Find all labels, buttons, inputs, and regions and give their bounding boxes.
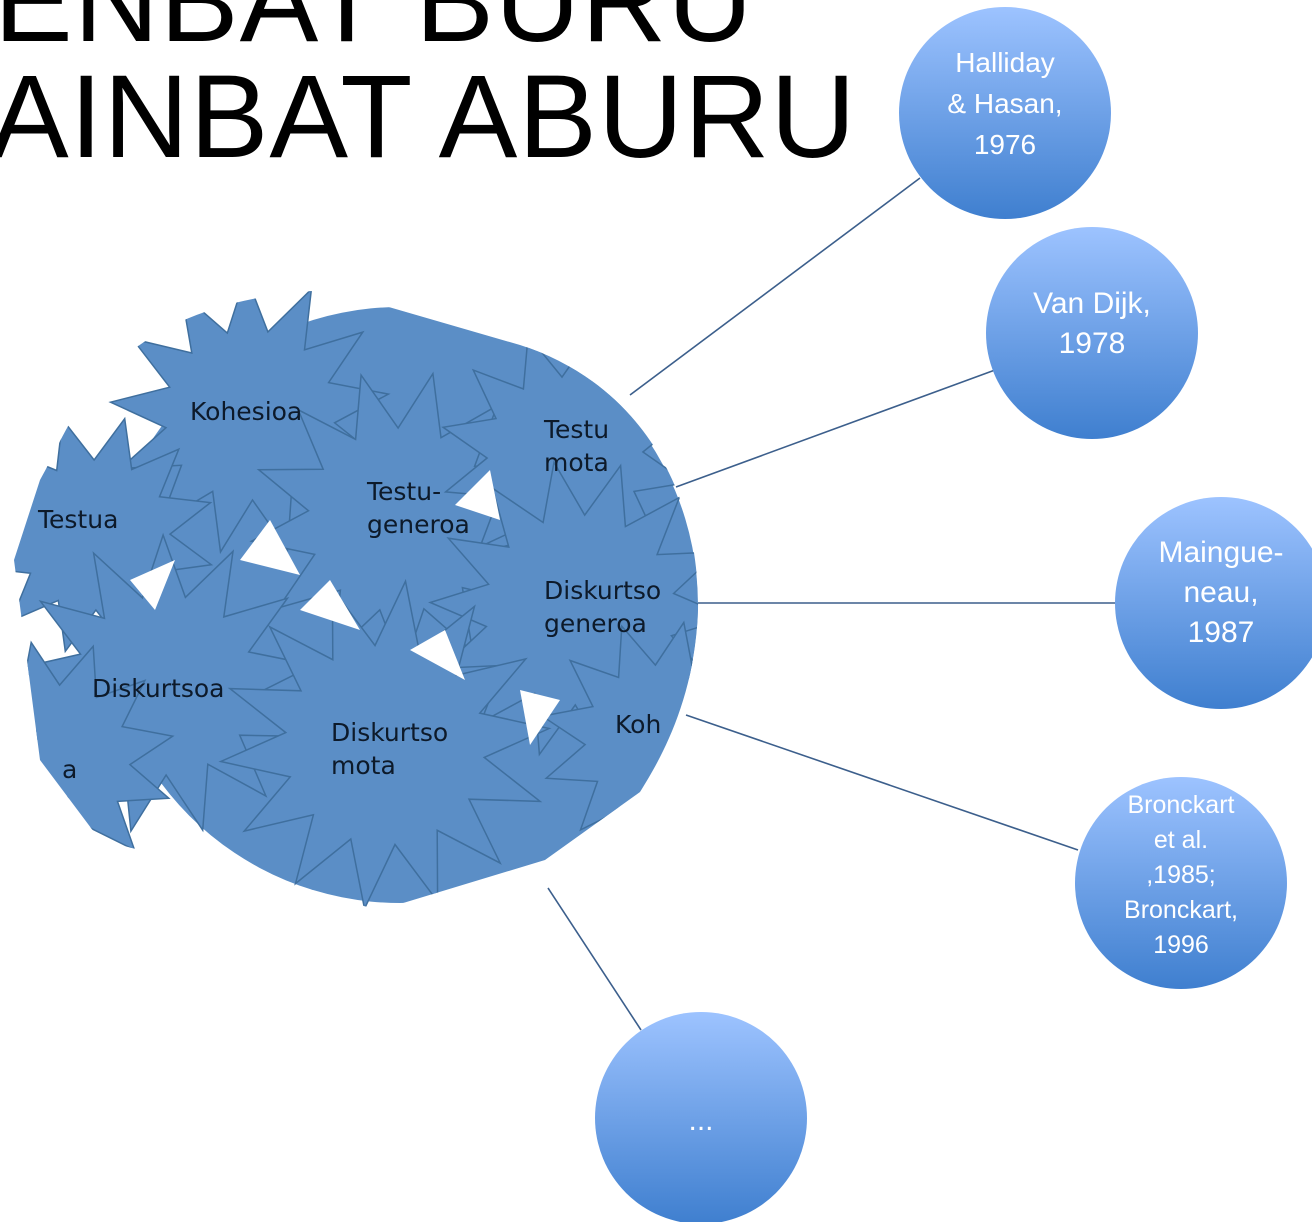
author-circle bbox=[1115, 497, 1312, 709]
author-label-line: et al. bbox=[1154, 826, 1208, 854]
author-label: Van Dijk, 1978 bbox=[1033, 287, 1151, 360]
author-node-halliday-hasan: Halliday & Hasan, 1976 bbox=[899, 7, 1111, 219]
author-label: Maingue-neau, 1987 bbox=[1158, 536, 1283, 649]
concept-label-testu-mota: Testu mota bbox=[543, 415, 609, 477]
author-node-van-dijk: Van Dijk, 1978 bbox=[986, 227, 1198, 439]
author-label-line: Bronckart bbox=[1128, 791, 1235, 819]
author-circle bbox=[899, 7, 1111, 219]
author-label: Bronckart et al. ,1985; Bronckart, 1996 bbox=[1124, 791, 1238, 959]
concept-label-line: Koh bbox=[615, 710, 661, 739]
author-label: Halliday & Hasan, 1976 bbox=[947, 47, 1062, 160]
author-label-line: 1996 bbox=[1153, 931, 1209, 959]
author-label-line: Halliday bbox=[955, 47, 1055, 78]
concept-label-line: generoa bbox=[367, 510, 470, 539]
author-label-line: Van Dijk, bbox=[1033, 287, 1151, 320]
concept-label-line: Kohesioa bbox=[190, 397, 302, 426]
author-label-line: 1978 bbox=[1059, 327, 1126, 360]
author-node-bronckart: Bronckart et al. ,1985; Bronckart, 1996 bbox=[1075, 777, 1287, 989]
concept-label-kohesioa: Kohesioa bbox=[190, 397, 302, 426]
concept-label-diskurtsoa: Diskurtsoa bbox=[92, 674, 225, 703]
author-label-line: 1976 bbox=[974, 129, 1036, 160]
author-label-line: Maingue- bbox=[1158, 536, 1283, 569]
author-node-maingueneau: Maingue-neau, 1987 bbox=[1115, 497, 1312, 709]
star-gap-2 bbox=[410, 630, 465, 680]
connector-more bbox=[547, 887, 642, 1031]
concept-label-line: Testu- bbox=[366, 477, 441, 506]
concept-label-kohe-partial: Koh bbox=[615, 710, 661, 739]
author-circle bbox=[986, 227, 1198, 439]
author-label-line: 1987 bbox=[1188, 616, 1255, 649]
concept-label-line: Testu bbox=[543, 415, 609, 444]
concept-label-line: generoa bbox=[544, 609, 647, 638]
connectors bbox=[547, 177, 1115, 1031]
concept-label-line: Testua bbox=[37, 505, 118, 534]
concept-label-diskurtso-generoa: Diskurtso generoa bbox=[544, 576, 661, 638]
concept-label-a-partial: a bbox=[62, 755, 77, 784]
concept-label-testua: Testua bbox=[37, 505, 118, 534]
author-label-line: ,1985; bbox=[1146, 861, 1216, 889]
connector-bronckart bbox=[685, 714, 1079, 851]
concept-label-line: Diskurtso bbox=[331, 718, 448, 747]
concept-label-line: mota bbox=[331, 751, 396, 780]
star-gap-4 bbox=[300, 580, 360, 630]
author-label: ... bbox=[688, 1104, 713, 1137]
connector-van-dijk bbox=[675, 369, 996, 488]
slide-title-line-1: ENBAT BURU bbox=[0, 0, 754, 67]
star-gap-3 bbox=[520, 690, 560, 745]
author-node-more: ... bbox=[595, 1012, 807, 1222]
concept-label-line: mota bbox=[544, 448, 609, 477]
slide-title-line-2: AINBAT ABURU bbox=[0, 51, 857, 183]
star-gap-0 bbox=[240, 520, 300, 575]
author-circle bbox=[595, 1012, 807, 1222]
author-label-line: Bronckart, bbox=[1124, 896, 1238, 924]
concept-cluster bbox=[14, 290, 699, 910]
connector-halliday-hasan bbox=[629, 177, 921, 396]
author-circle bbox=[1075, 777, 1287, 989]
concept-label-diskurtso-mota: Diskurtso mota bbox=[331, 718, 448, 780]
concept-label-testu-generoa: Testu-generoa bbox=[366, 477, 470, 539]
concept-label-line: Diskurtsoa bbox=[92, 674, 225, 703]
author-label-line: & Hasan, bbox=[947, 88, 1062, 119]
concept-label-line: a bbox=[62, 755, 77, 784]
author-label-line: ... bbox=[688, 1104, 713, 1137]
author-label-line: neau, bbox=[1183, 576, 1258, 609]
star-gap-5 bbox=[455, 470, 500, 520]
concept-label-line: Diskurtso bbox=[544, 576, 661, 605]
star-gap-1 bbox=[130, 560, 175, 610]
